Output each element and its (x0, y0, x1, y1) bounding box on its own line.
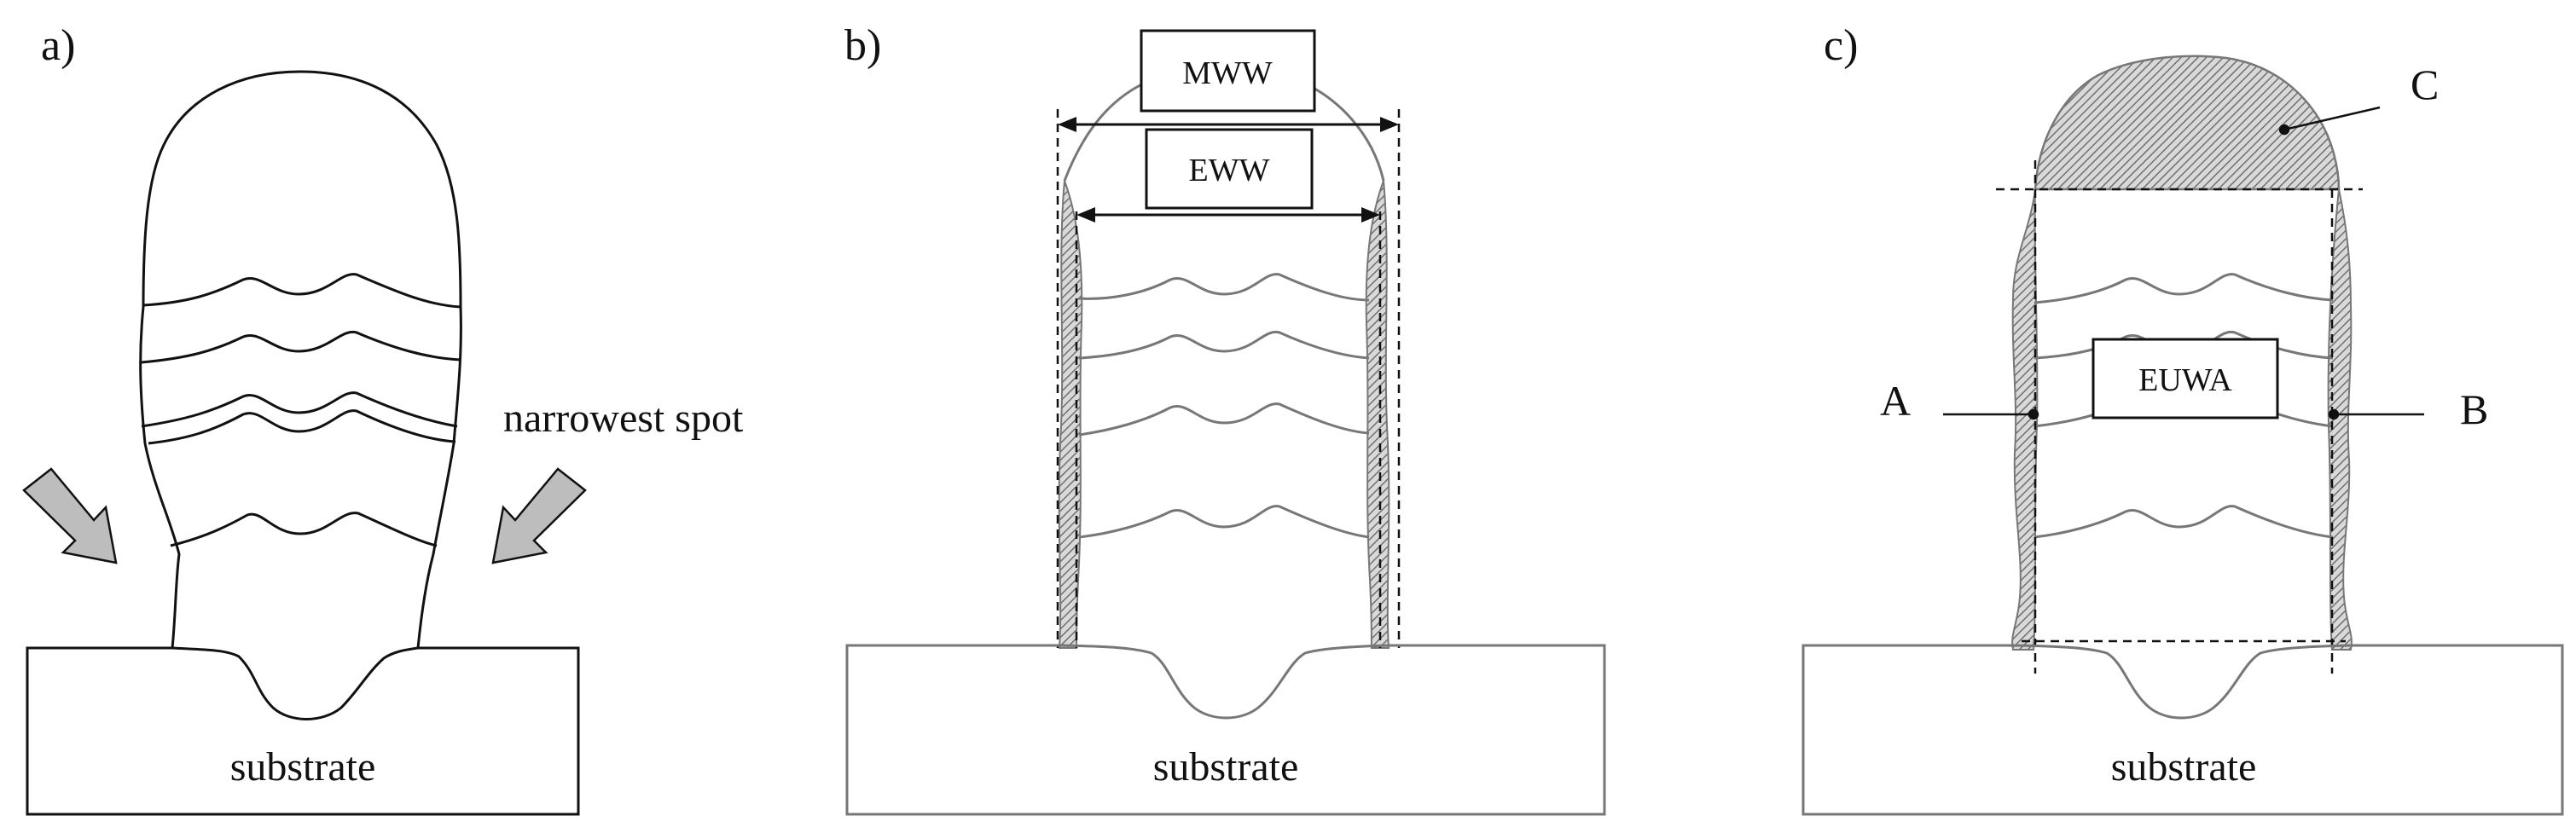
panel-c: c) EUWA (1801, 21, 2564, 816)
panel-c-right-hatch (2327, 188, 2353, 651)
panel-a-substrate-label: substrate (230, 744, 376, 790)
panel-b-substrate (845, 644, 1606, 816)
panel-b: b) MWW (844, 21, 1606, 816)
euwa-box (2092, 338, 2279, 419)
panel-a-right-arrow (491, 467, 587, 564)
panel-b-right-hatch (1365, 180, 1390, 649)
panel-c-cap-region (2034, 55, 2341, 191)
label-c: C (2411, 61, 2439, 108)
panel-c-left-hatch (2011, 188, 2039, 651)
panel-b-dashed-lines (1056, 109, 1401, 648)
panel-a-wall-outline (139, 70, 462, 649)
label-a: A (1880, 377, 1911, 425)
panel-a-substrate (26, 646, 580, 816)
mww-box (1140, 29, 1316, 113)
panel-a: a) substrate narrowest spot (22, 21, 744, 816)
euwa-label: EUWA (2138, 362, 2232, 398)
panel-a-letter: a) (41, 21, 75, 70)
eww-label: EWW (1189, 153, 1270, 188)
panel-b-layer-lines (1078, 273, 1370, 539)
narrowest-spot-label: narrowest spot (503, 396, 744, 441)
panel-b-letter: b) (844, 21, 881, 70)
mww-dimension-arrow (1058, 117, 1399, 132)
panel-c-substrate-label: substrate (2111, 744, 2257, 790)
panel-a-left-arrow (22, 467, 118, 564)
panel-b-left-hatch (1058, 180, 1083, 649)
eww-dimension-arrow (1076, 207, 1380, 223)
panel-b-substrate-label: substrate (1153, 744, 1299, 790)
label-b: B (2460, 385, 2488, 433)
panel-c-leaders (1943, 106, 2424, 420)
mww-label: MWW (1182, 55, 1273, 91)
panel-c-substrate (1801, 644, 2564, 816)
eww-box (1145, 128, 1314, 210)
panel-c-dashed-lines (1996, 160, 2363, 674)
panel-a-layer-lines (141, 273, 461, 547)
panel-c-letter: c) (1824, 21, 1858, 70)
